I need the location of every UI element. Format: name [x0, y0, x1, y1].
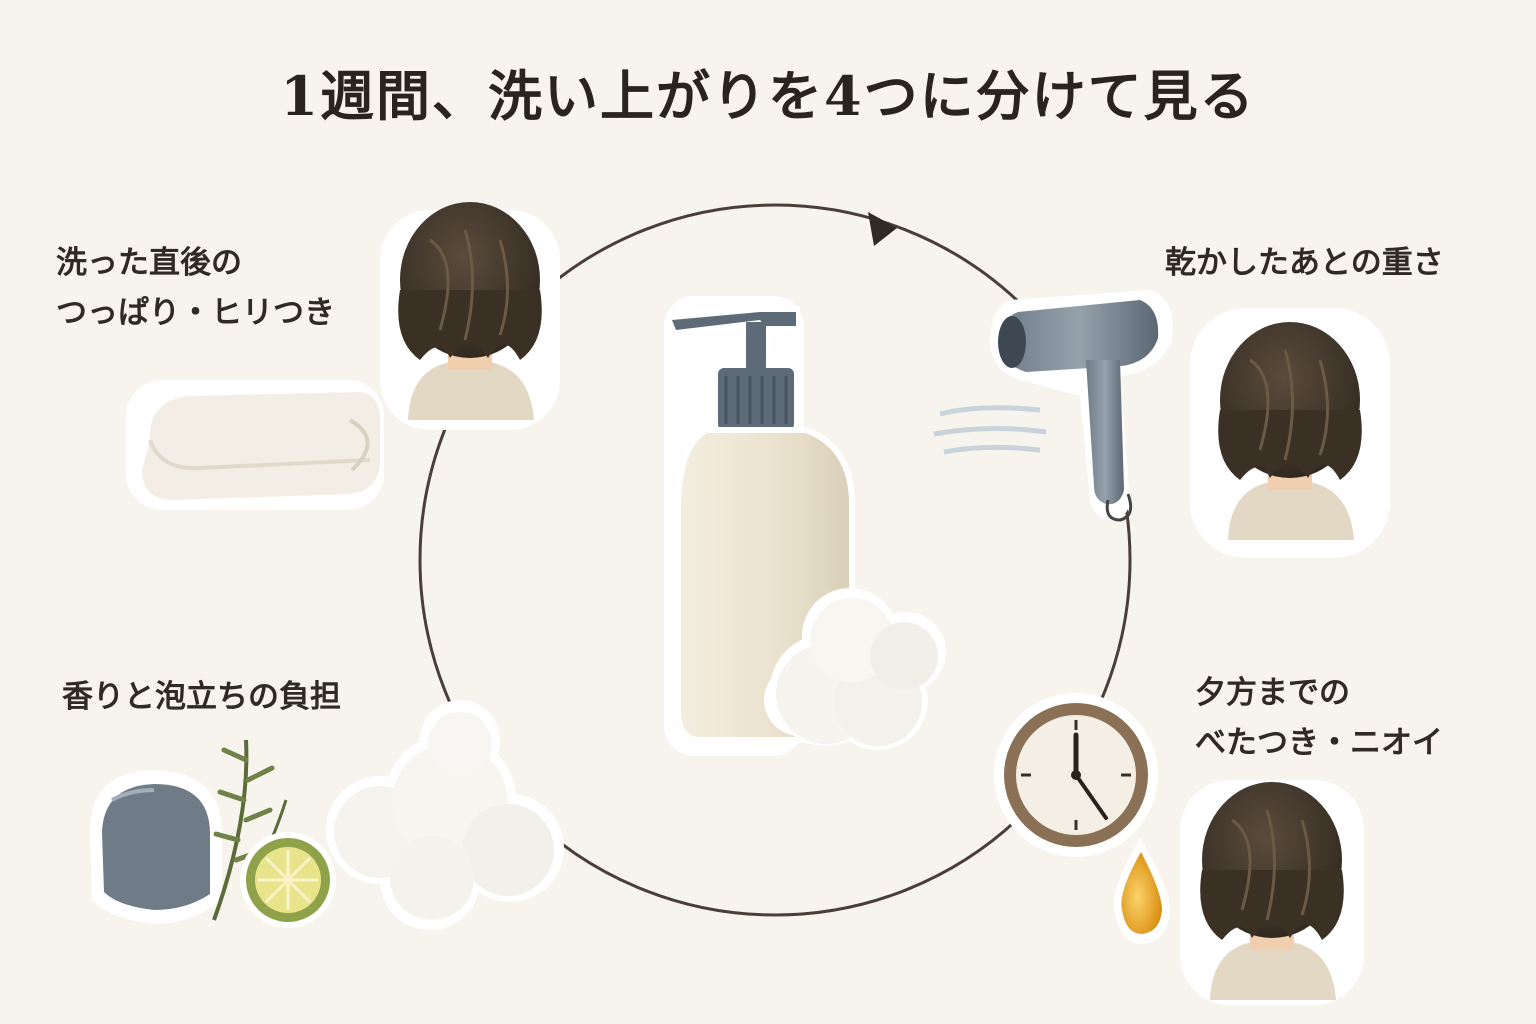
head-back-icon [380, 200, 560, 430]
head-back-icon [1190, 308, 1390, 558]
step-label-scent-foam: 香りと泡立ちの負担 [62, 672, 341, 722]
step-label-evening: 夕方までの べたつき・ニオイ [1195, 668, 1443, 768]
step-label-after-dry: 乾かしたあとの重さ [1165, 238, 1444, 288]
step-label-line: べたつき・ニオイ [1195, 725, 1443, 761]
shampoo-bottle-icon [664, 296, 855, 756]
foam-icon [326, 700, 564, 930]
foam-icon [764, 588, 946, 750]
hair-dryer-icon [933, 290, 1174, 522]
step-label-line: つっぱり・ヒリつき [56, 295, 335, 331]
oil-drop-icon [1113, 838, 1170, 944]
step-label-after-wash: 洗った直後の つっぱり・ヒリつき [56, 238, 335, 338]
head-back-icon [1180, 780, 1364, 1005]
citrus-icon [240, 832, 336, 928]
step-label-line: 香りと泡立ちの負担 [62, 679, 341, 715]
step-label-line: 洗った直後の [56, 245, 242, 281]
clock-icon [994, 693, 1158, 857]
cycle-arrow-icon [868, 212, 897, 246]
step-label-line: 夕方までの [1195, 675, 1350, 711]
page-title: 1週間、洗い上がりを4つに分けて見る [280, 64, 1256, 128]
step-label-line: 乾かしたあとの重さ [1165, 245, 1444, 281]
soap-cap-icon [90, 770, 222, 924]
towel-icon [126, 380, 384, 510]
cycle-circle [418, 203, 1132, 917]
